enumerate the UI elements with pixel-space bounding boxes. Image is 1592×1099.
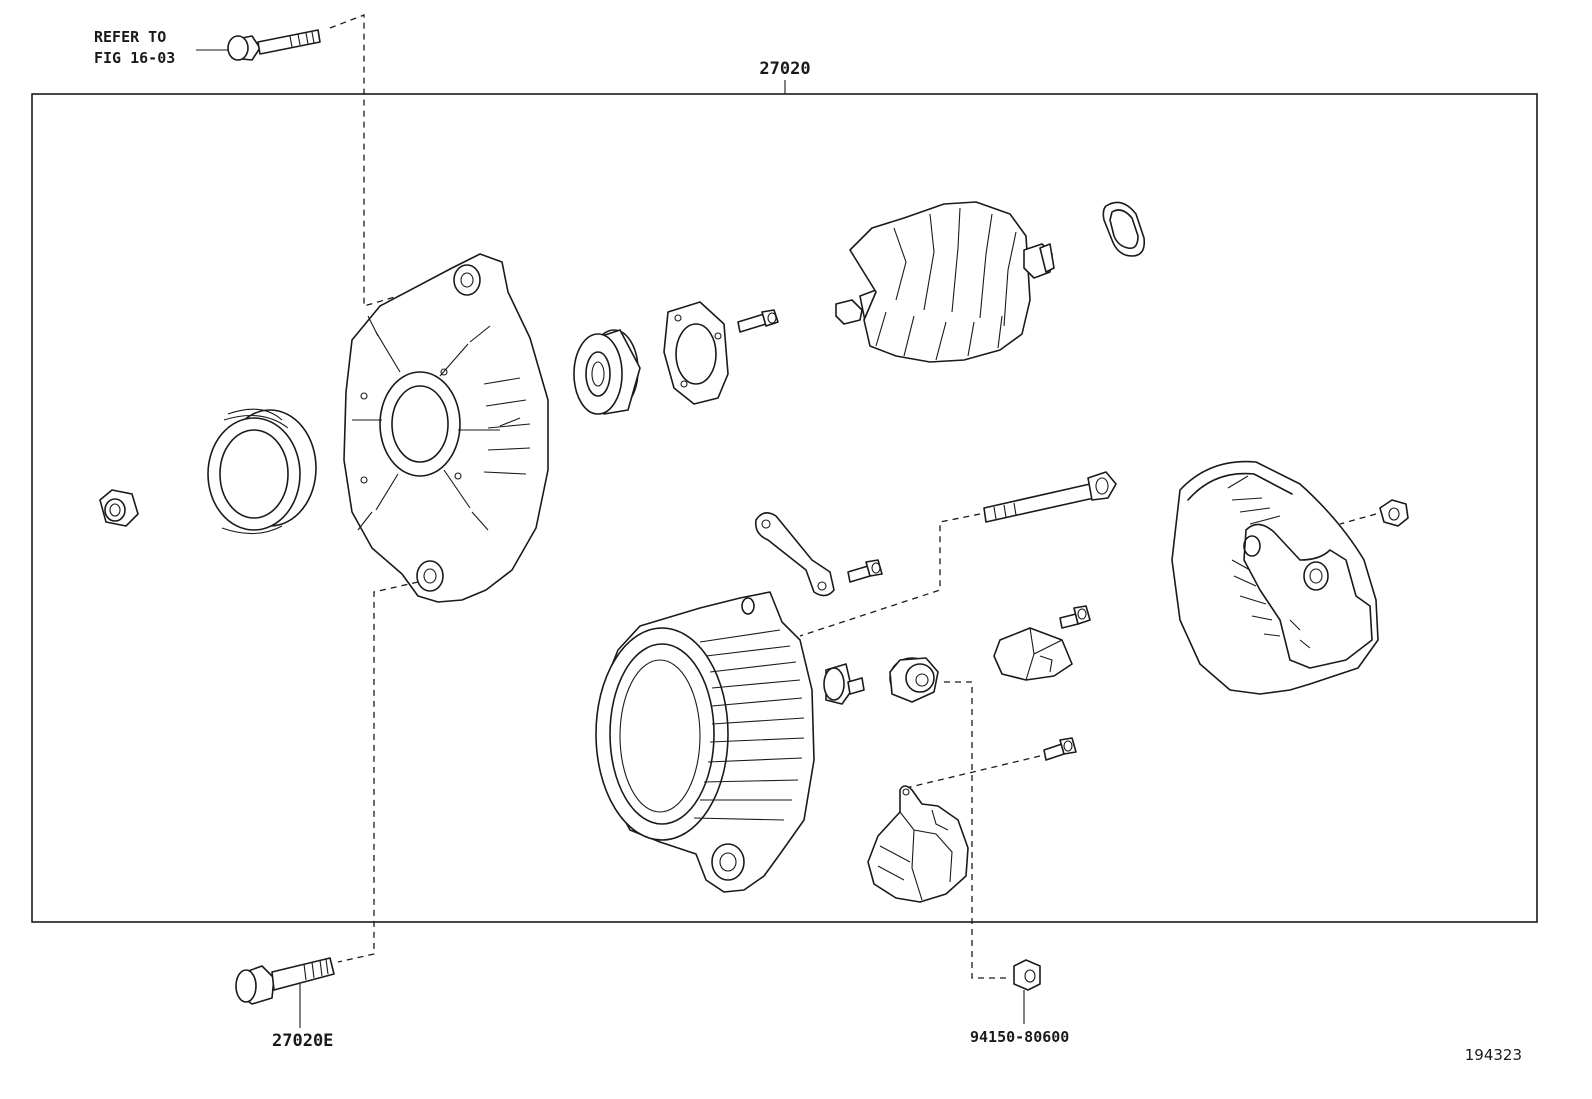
pulley-nut bbox=[99, 489, 139, 527]
refer-fig-text: FIG 16-03 bbox=[94, 49, 175, 67]
cover-nut bbox=[1379, 499, 1409, 527]
bracket-screw bbox=[847, 559, 883, 583]
brush-holder bbox=[993, 627, 1073, 681]
bearing-retainer-plate bbox=[663, 301, 729, 405]
nut-label: 94150-80600 bbox=[970, 1028, 1069, 1046]
refer-to-text: REFER TO bbox=[94, 28, 166, 46]
rotor bbox=[835, 201, 1055, 363]
through-bolt bbox=[983, 471, 1117, 523]
stator-housing bbox=[595, 591, 815, 893]
frame-to-bolt-guide bbox=[337, 581, 419, 963]
seal-ring bbox=[1102, 201, 1146, 257]
figure-number: 194323 bbox=[1465, 1046, 1522, 1064]
retainer-screw bbox=[737, 309, 779, 333]
pulley bbox=[207, 408, 317, 535]
mounting-bolt-27020e bbox=[235, 957, 335, 1005]
nut-94150-80600 bbox=[1013, 959, 1041, 991]
regulator-screw bbox=[1043, 737, 1077, 761]
holder-screw bbox=[1059, 605, 1091, 629]
regulator-screw-guide bbox=[905, 755, 1041, 789]
top-bolt-guide bbox=[329, 14, 413, 307]
top-mounting-bolt bbox=[227, 29, 321, 61]
cover-nut-guide bbox=[1339, 513, 1377, 525]
terminal-bracket bbox=[754, 512, 835, 597]
terminal-stud bbox=[823, 663, 865, 705]
terminal-insulator bbox=[889, 657, 939, 703]
assembly-label: 27020 bbox=[759, 59, 810, 79]
bolt-27020e-label: 27020E bbox=[272, 1031, 333, 1051]
assembly-boundary bbox=[31, 93, 1538, 923]
rear-cover bbox=[1171, 460, 1379, 695]
front-bearing bbox=[573, 329, 641, 415]
voltage-regulator bbox=[867, 785, 969, 903]
drive-end-frame bbox=[343, 253, 549, 603]
insulator-to-nut-guide bbox=[944, 681, 1010, 979]
